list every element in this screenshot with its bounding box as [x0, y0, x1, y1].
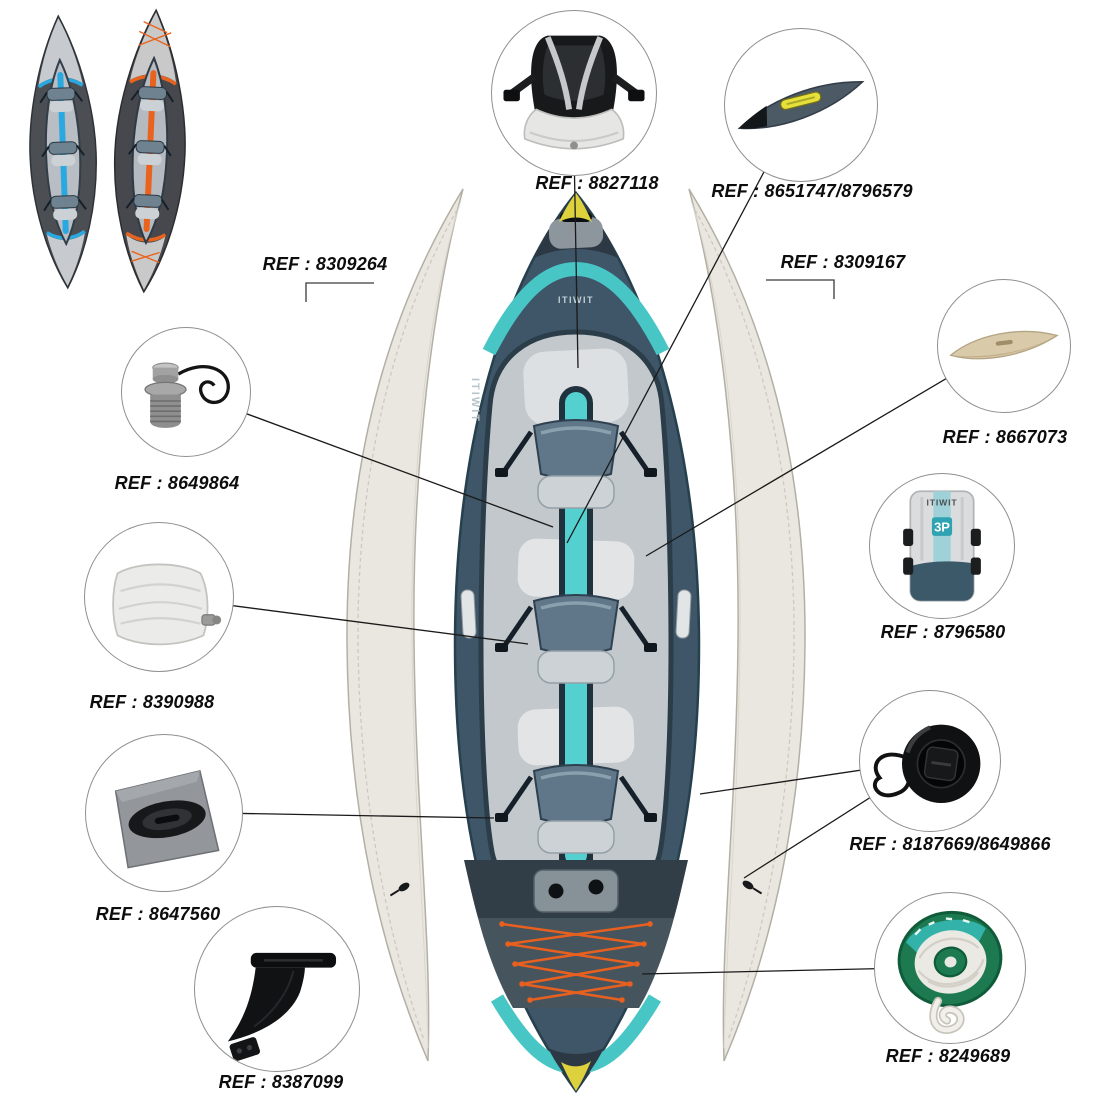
bag-brand-text: ITIWIT	[926, 498, 957, 508]
callout-cord	[874, 892, 1026, 1044]
right-float-valve	[742, 880, 763, 895]
main-valve-icon	[873, 724, 981, 803]
callout-main-valve	[859, 690, 1001, 832]
side-handle-right	[675, 589, 692, 639]
ref-label-right-float: REF : 8309167	[780, 252, 906, 272]
callout-seat	[491, 10, 657, 176]
cord-spool-icon	[897, 910, 1003, 1034]
stern-valve-right	[588, 879, 604, 895]
cushion-icon	[112, 563, 222, 646]
kayak-top-view: ITIWIT ITIWIT	[453, 191, 701, 1094]
float-valve-icon	[144, 362, 230, 428]
right-side-float	[688, 188, 806, 1062]
callout-deck-cover	[724, 28, 878, 182]
carry-bag-icon: 3P ITIWIT	[903, 490, 981, 602]
ref-label-cushion: REF : 8390988	[89, 692, 215, 712]
kayak-seat-1	[495, 419, 657, 509]
bracket-right-float	[766, 279, 835, 299]
fin-icon	[227, 952, 337, 1062]
ref-label-fin-patch: REF : 8647560	[95, 904, 221, 924]
bag-capacity-text: 3P	[934, 520, 950, 535]
ref-label-left-float: REF : 8309264	[262, 254, 388, 274]
ref-label-main-valve: REF : 8187669/8649866	[849, 834, 1051, 854]
stern-valve-left	[548, 883, 564, 899]
seat-icon	[503, 35, 645, 150]
leader-deck-cover	[566, 103, 801, 544]
side-handle-left	[460, 589, 477, 639]
ref-label-seat: REF : 8827118	[535, 173, 659, 193]
ref-label-fin: REF : 8387099	[218, 1072, 344, 1092]
callout-carry-bag: 3P ITIWIT	[869, 473, 1015, 619]
left-float-valve	[389, 882, 410, 897]
fin-patch-icon	[114, 769, 220, 869]
ref-label-skeg: REF : 8667073	[942, 427, 1068, 447]
callout-float-valve	[121, 327, 251, 457]
callout-fin	[194, 906, 360, 1072]
kayak-seat-2	[495, 594, 657, 684]
kayak-seat-3	[495, 764, 657, 854]
ref-label-float-valve: REF : 8649864	[114, 473, 240, 493]
callout-cushion	[84, 522, 234, 672]
ref-label-deck-cover: REF : 8651747/8796579	[711, 181, 913, 201]
ref-label-cord: REF : 8249689	[885, 1046, 1011, 1066]
leader-skeg	[645, 344, 1004, 557]
deck-cover-icon	[737, 81, 865, 130]
callout-skeg	[937, 279, 1071, 413]
float-ref-brackets	[305, 279, 835, 302]
skeg-icon	[949, 330, 1059, 360]
kayak-brand-text-side: ITIWIT	[469, 378, 481, 423]
mini-kayak-orange	[113, 8, 186, 294]
bracket-left-float	[305, 282, 374, 302]
left-side-float	[346, 188, 464, 1062]
callout-fin-patch	[85, 734, 243, 892]
mini-kayak-blue	[29, 14, 97, 290]
kayak-brand-text: ITIWIT	[558, 295, 594, 305]
ref-label-carry-bag: REF : 8796580	[880, 622, 1006, 642]
